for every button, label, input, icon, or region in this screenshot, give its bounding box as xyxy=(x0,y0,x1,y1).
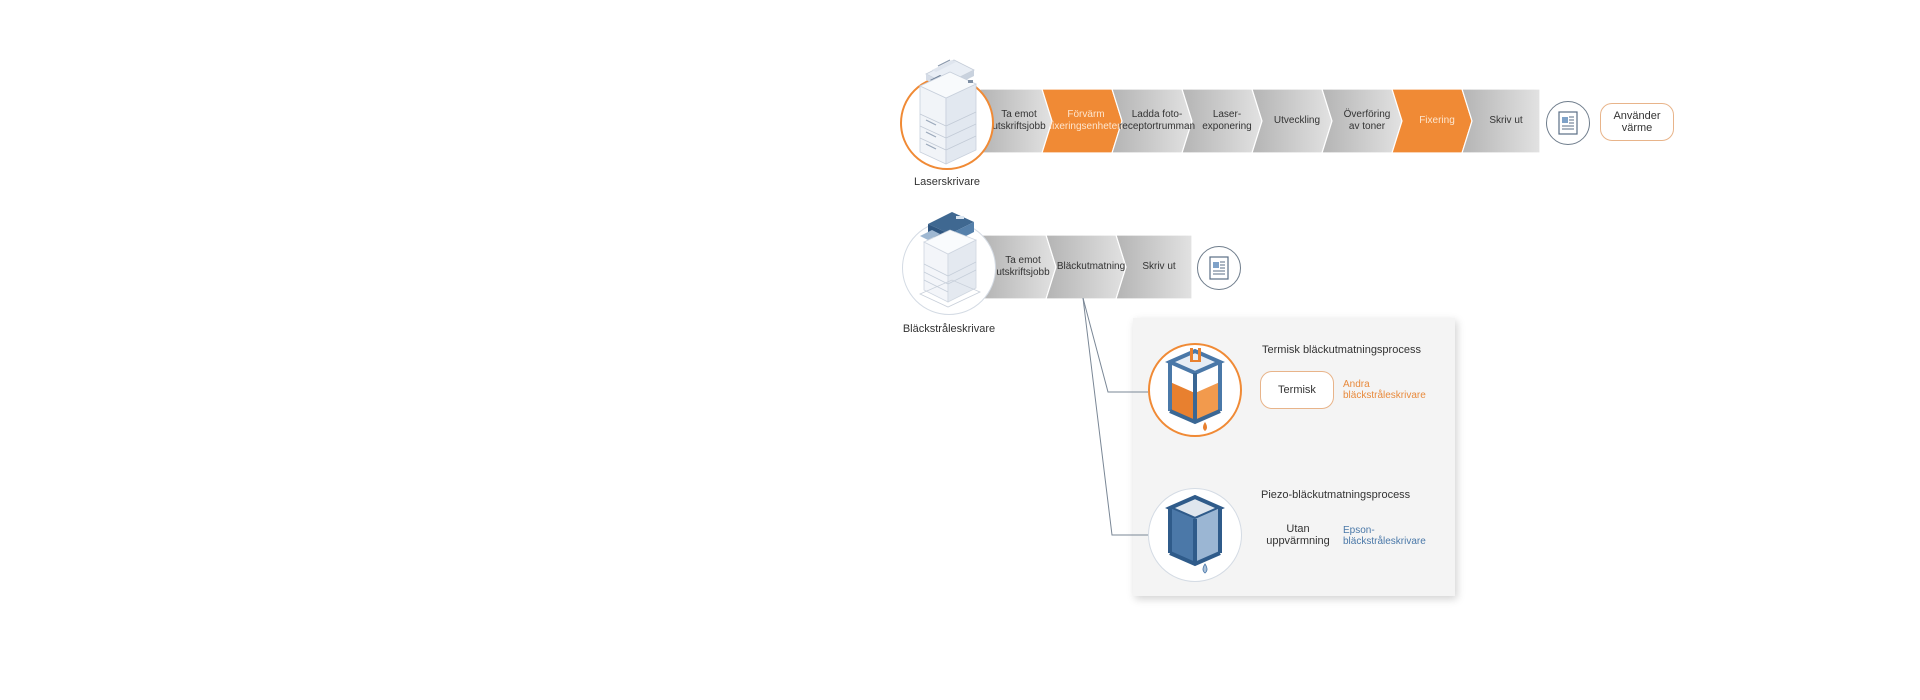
inkjet-chevron-1 xyxy=(1045,235,1127,299)
thermal-title: Termisk bläckutmatningsprocess xyxy=(1262,344,1421,356)
laser-chevron-2 xyxy=(1111,89,1193,153)
laser-step: Fixering xyxy=(1419,115,1455,126)
laser-chevron-4 xyxy=(1251,89,1333,153)
laser-step: Skriv ut xyxy=(1489,115,1523,126)
laser-flow-arrows xyxy=(980,89,1540,153)
inkjet-printer-label: Bläckstråleskrivare xyxy=(902,323,996,335)
inkjet-chevron-2 xyxy=(1115,235,1192,299)
laser-output-circle xyxy=(1546,101,1590,145)
document-icon xyxy=(1209,256,1229,280)
inkjet-flow-arrows xyxy=(982,235,1192,299)
piezo-no-heat-note: Utan uppvärmning xyxy=(1266,523,1330,547)
piezo-ink-cartridge-icon xyxy=(1165,494,1225,574)
laser-step: Ladda foto-receptortrumman xyxy=(1118,109,1196,132)
laser-chevron-1 xyxy=(1041,89,1123,153)
inkjet-step: Bläckutmatning xyxy=(1056,261,1126,272)
piezo-title: Piezo-bläckutmatningsprocess xyxy=(1261,489,1411,501)
inkjet-printer-icon xyxy=(919,212,981,308)
laser-step: Laser-exponering xyxy=(1202,109,1252,132)
laser-printer-label: Laserskrivare xyxy=(913,176,981,188)
laser-step: Utveckling xyxy=(1273,115,1321,126)
laser-chevron-7 xyxy=(1461,89,1540,153)
laser-chevron-5 xyxy=(1321,89,1403,153)
laser-chevron-3 xyxy=(1181,89,1263,153)
thermal-ink-cartridge-icon xyxy=(1165,348,1225,431)
other-inkjet-link[interactable]: Andra bläckstråleskrivare xyxy=(1343,379,1426,401)
document-icon xyxy=(1558,111,1578,135)
inkjet-step: Skriv ut xyxy=(1142,261,1176,272)
epson-inkjet-link[interactable]: Epson- bläckstråleskrivare xyxy=(1343,525,1426,547)
laser-chevron-6 xyxy=(1391,89,1473,153)
laser-printer-icon xyxy=(919,59,977,165)
connector-lines xyxy=(1082,298,1148,536)
inkjet-output-circle xyxy=(1197,246,1241,290)
thermal-pill: Termisk xyxy=(1260,371,1334,409)
